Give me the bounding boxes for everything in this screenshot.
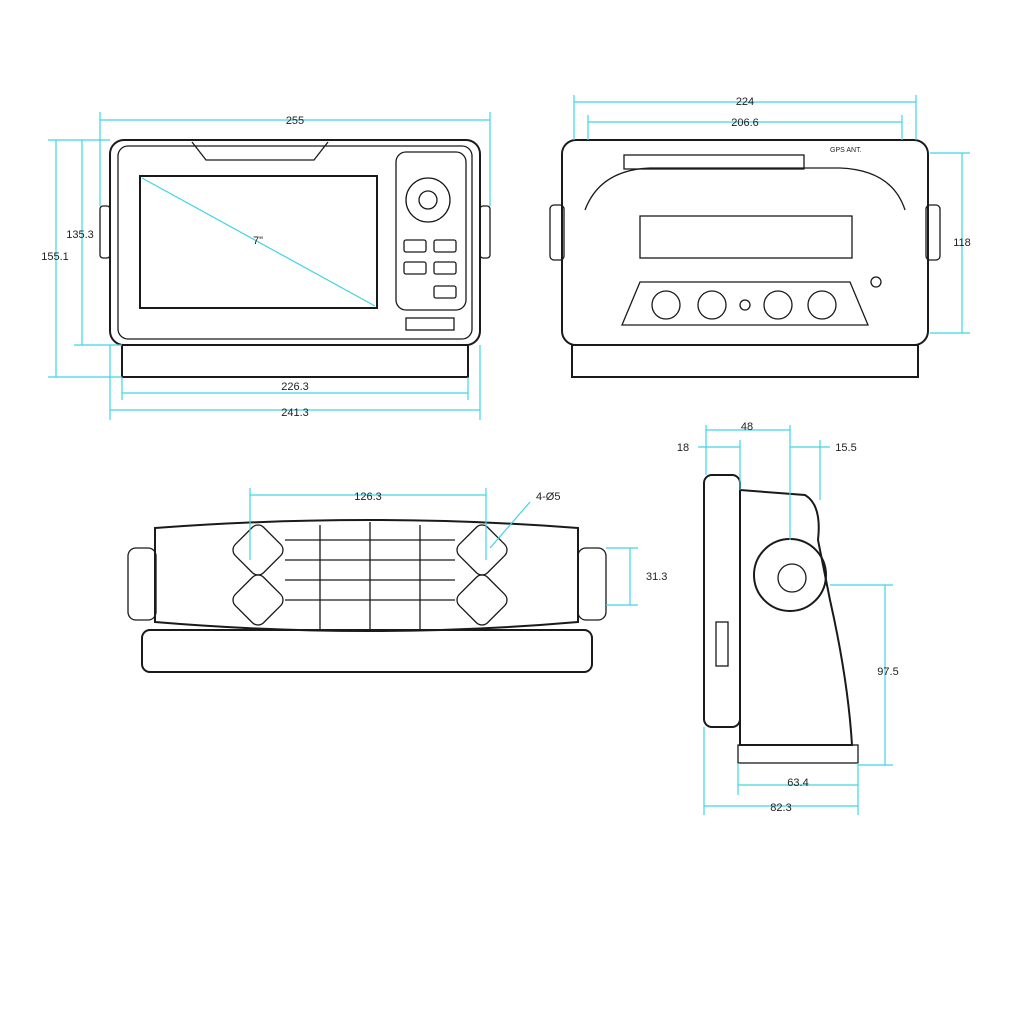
connector-panel [621,281,869,326]
label-area [639,215,853,259]
dim-rear-height: 118 [953,237,971,249]
dpad [405,177,451,223]
dim-top-width: 48 [741,421,753,433]
dim-front-screen-height: 135.3 [66,229,94,241]
front-base [121,344,469,378]
dim-front-height: 155.1 [41,251,69,263]
side-bracket [739,488,854,746]
screen-size-label: 7" [253,235,263,247]
dim-base-outer: 241.3 [281,407,309,419]
dim-front-depth: 18 [677,442,689,454]
display-screen [139,175,378,309]
dim-bottom-height: 31.3 [646,571,667,583]
dim-base-depth: 63.4 [787,777,808,789]
bottom-view: 126.3 4-Ø5 31.3 [127,488,667,673]
dim-front-width: 255 [286,115,304,127]
side-housing [703,474,741,728]
dim-rear-width: 224 [736,96,754,108]
dim-base-inner: 226.3 [281,381,309,393]
knob [753,538,827,612]
dim-overall-depth: 82.3 [770,802,791,814]
dim-rear-inner-width: 206.6 [731,117,759,129]
dim-rear-depth: 15.5 [835,442,856,454]
side-view: 18 48 15.5 97.5 63.4 82.3 [677,421,899,815]
bracket-bottom [154,519,579,632]
dim-bracket-height: 97.5 [877,666,898,678]
gps-antenna-label: GPS ANT. [830,147,862,154]
rear-view: GPS ANT. 224 206.6 118 [549,95,971,378]
front-view: 255 135.3 155.1 7" 226.3 241.3 [41,112,491,420]
front-housing [109,139,481,346]
dim-hole-spacing: 126.3 [354,491,382,503]
hole-spec-label: 4-Ø5 [536,491,560,503]
keypad [395,151,467,311]
heat-vents [623,154,805,170]
rear-housing [561,139,929,346]
